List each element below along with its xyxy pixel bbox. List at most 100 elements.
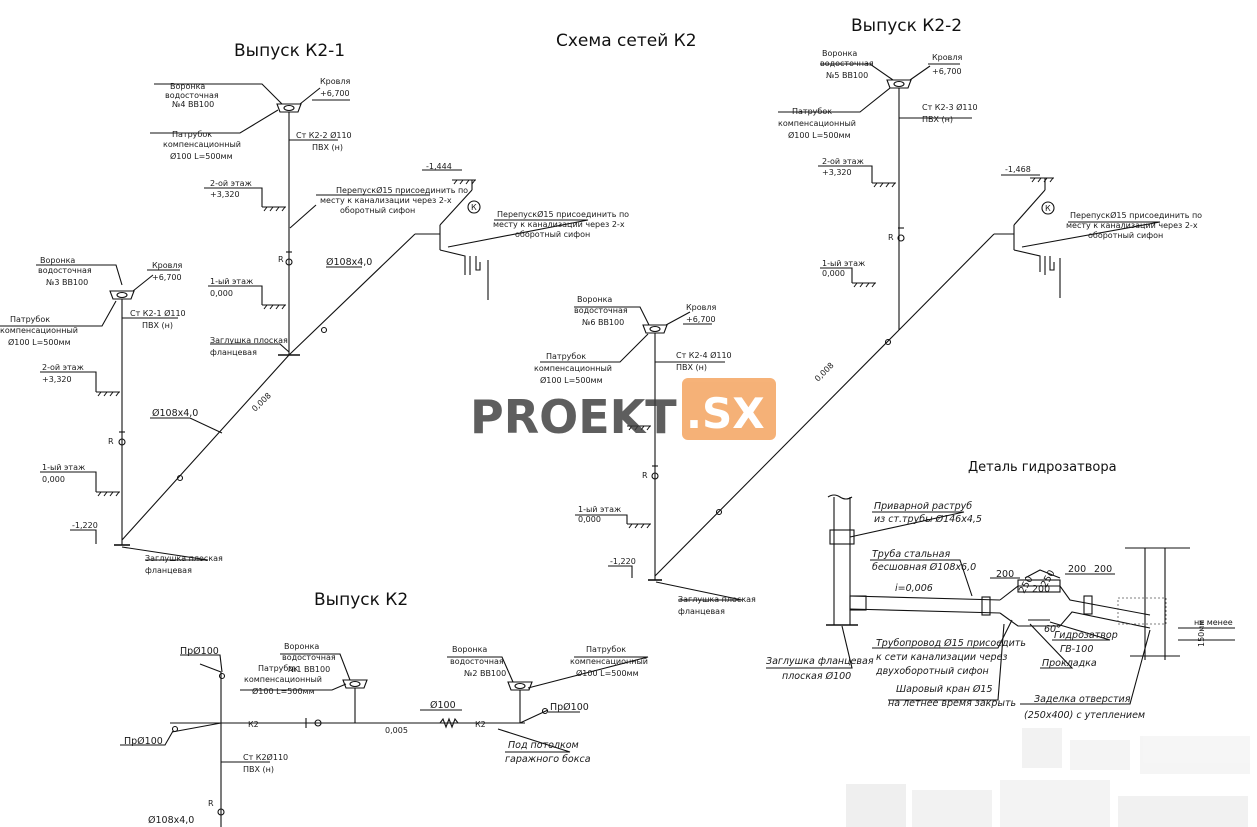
- svg-text:R: R: [108, 437, 114, 446]
- svg-text:PROEKT: PROEKT: [470, 390, 677, 444]
- blurred-stamp: [846, 728, 1250, 827]
- title-k2: Выпуск К2: [314, 590, 408, 610]
- watermark-logo: PROEKT .SX: [470, 378, 776, 444]
- funnel-icon: [642, 324, 668, 334]
- funnel-icon: [507, 681, 533, 691]
- funnel-icon: [276, 103, 302, 113]
- svg-text:ПрØ100: ПрØ100: [180, 646, 219, 657]
- svg-text:0,005: 0,005: [385, 726, 408, 735]
- svg-text:водосточная: водосточная: [282, 653, 336, 662]
- svg-text:150мм: 150мм: [1197, 620, 1206, 647]
- svg-text:Ø100 L=500мм: Ø100 L=500мм: [540, 375, 603, 385]
- svg-text:Ø108х4,0: Ø108х4,0: [148, 815, 194, 826]
- svg-text:Патрубок: Патрубок: [586, 645, 626, 654]
- svg-text:фланцевая: фланцевая: [678, 607, 725, 616]
- title-k2-2: Выпуск К2-2: [851, 16, 962, 36]
- system-k2: R Воронка водосточная №1 ВВ100 Патрубок …: [120, 642, 649, 827]
- hydro-lock-detail: Приварной раструб из ст.трубы Ø146х4,5 Т…: [766, 494, 1235, 721]
- svg-text:+6,700: +6,700: [320, 89, 350, 98]
- svg-text:200: 200: [1032, 584, 1050, 595]
- title-k2-1: Выпуск К2-1: [234, 41, 345, 61]
- svg-text:оборотный сифон: оборотный сифон: [515, 230, 590, 239]
- svg-text:i=0,006: i=0,006: [895, 583, 933, 594]
- svg-text:двухоборотный сифон: двухоборотный сифон: [875, 666, 989, 677]
- svg-text:+3,320: +3,320: [42, 375, 72, 384]
- svg-text:Ø100: Ø100: [430, 700, 456, 711]
- svg-text:Приварной раструб: Приварной раструб: [874, 501, 972, 512]
- svg-text:фланцевая: фланцевая: [210, 348, 257, 357]
- svg-text:Ст К2-1 Ø110: Ст К2-1 Ø110: [130, 308, 186, 318]
- svg-text:Кровля: Кровля: [932, 53, 962, 62]
- svg-text:Заделка отверстия: Заделка отверстия: [1034, 694, 1131, 705]
- svg-text:компенсационный: компенсационный: [570, 657, 648, 666]
- svg-text:ПрØ100: ПрØ100: [124, 736, 163, 747]
- svg-text:0,000: 0,000: [42, 475, 65, 484]
- svg-text:200: 200: [1068, 564, 1086, 575]
- svg-text:ПВХ (н): ПВХ (н): [312, 143, 343, 152]
- svg-text:гаражного бокса: гаражного бокса: [505, 754, 591, 765]
- main-title: Схема сетей К2: [556, 31, 697, 51]
- svg-text:2-ой этаж: 2-ой этаж: [210, 179, 252, 188]
- k-marker-icon: [1041, 201, 1055, 215]
- system-k2-2: R К R: [534, 49, 1202, 616]
- svg-text:+3,320: +3,320: [210, 190, 240, 199]
- svg-text:ПВХ (н): ПВХ (н): [676, 363, 707, 372]
- svg-text:оборотный сифон: оборотный сифон: [1088, 231, 1163, 240]
- svg-text:.SX: .SX: [686, 389, 765, 438]
- svg-text:Ø100 L=500мм: Ø100 L=500мм: [8, 337, 71, 347]
- svg-text:ПрØ100: ПрØ100: [550, 702, 589, 713]
- svg-text:2-ой этаж: 2-ой этаж: [42, 363, 84, 372]
- svg-text:0,008: 0,008: [813, 361, 836, 384]
- svg-text:Воронка: Воронка: [822, 49, 857, 58]
- svg-text:компенсационный: компенсационный: [778, 119, 856, 128]
- svg-text:(250х400) с утеплением: (250х400) с утеплением: [1024, 710, 1145, 721]
- svg-text:Патрубок: Патрубок: [172, 130, 212, 139]
- funnel-icon: [342, 679, 368, 689]
- svg-text:-1,220: -1,220: [72, 521, 98, 530]
- svg-text:Воронка: Воронка: [577, 295, 612, 304]
- svg-text:Воронка: Воронка: [284, 642, 319, 651]
- svg-text:Заглушка плоская: Заглушка плоская: [145, 554, 223, 563]
- svg-text:Патрубок: Патрубок: [258, 664, 298, 673]
- svg-text:2-ой этаж: 2-ой этаж: [822, 157, 864, 166]
- svg-text:ПерепускØ15 присоединить по: ПерепускØ15 присоединить по: [497, 209, 629, 219]
- svg-text:Ø100 L=500мм: Ø100 L=500мм: [170, 151, 233, 161]
- svg-text:водосточная: водосточная: [820, 59, 874, 68]
- title-detail: Деталь гидрозатвора: [968, 460, 1117, 475]
- svg-text:+3,320: +3,320: [822, 168, 852, 177]
- svg-text:0,000: 0,000: [578, 515, 601, 524]
- svg-text:Кровля: Кровля: [152, 261, 182, 270]
- svg-text:К: К: [1045, 204, 1051, 213]
- svg-text:+6,700: +6,700: [932, 67, 962, 76]
- svg-text:к сети канализации через: к сети канализации через: [876, 652, 1007, 663]
- svg-text:водосточная: водосточная: [165, 91, 219, 100]
- svg-text:компенсационный: компенсационный: [534, 364, 612, 373]
- svg-text:R: R: [642, 471, 648, 480]
- svg-text:ГВ-100: ГВ-100: [1060, 644, 1093, 655]
- svg-text:Заглушка плоская: Заглушка плоская: [678, 595, 756, 604]
- svg-text:0,000: 0,000: [822, 269, 845, 278]
- svg-text:№2 ВВ100: №2 ВВ100: [464, 669, 506, 678]
- svg-text:№5 ВВ100: №5 ВВ100: [826, 71, 868, 80]
- svg-text:Патрубок: Патрубок: [10, 315, 50, 324]
- svg-text:Под потолком: Под потолком: [508, 740, 579, 751]
- svg-text:R: R: [278, 255, 284, 264]
- svg-text:Ø100 L=500мм: Ø100 L=500мм: [788, 130, 851, 140]
- svg-text:Ст К2Ø110: Ст К2Ø110: [243, 752, 288, 762]
- svg-text:ПВХ (н): ПВХ (н): [922, 115, 953, 124]
- svg-text:оборотный сифон: оборотный сифон: [340, 206, 415, 215]
- svg-text:компенсационный: компенсационный: [0, 326, 78, 335]
- svg-text:К2: К2: [475, 720, 486, 729]
- svg-text:фланцевая: фланцевая: [145, 566, 192, 575]
- svg-text:+6,700: +6,700: [686, 315, 716, 324]
- svg-text:-1,468: -1,468: [1005, 165, 1031, 174]
- svg-text:200: 200: [996, 569, 1014, 580]
- svg-text:Заглушка плоская: Заглушка плоская: [210, 336, 288, 345]
- svg-text:60°: 60°: [1044, 624, 1061, 635]
- svg-text:+6,700: +6,700: [152, 273, 182, 282]
- svg-text:1-ый этаж: 1-ый этаж: [42, 463, 85, 472]
- svg-text:Воронка: Воронка: [452, 645, 487, 654]
- svg-text:Ø108х4,0: Ø108х4,0: [326, 257, 372, 268]
- svg-text:Воронка: Воронка: [40, 256, 75, 265]
